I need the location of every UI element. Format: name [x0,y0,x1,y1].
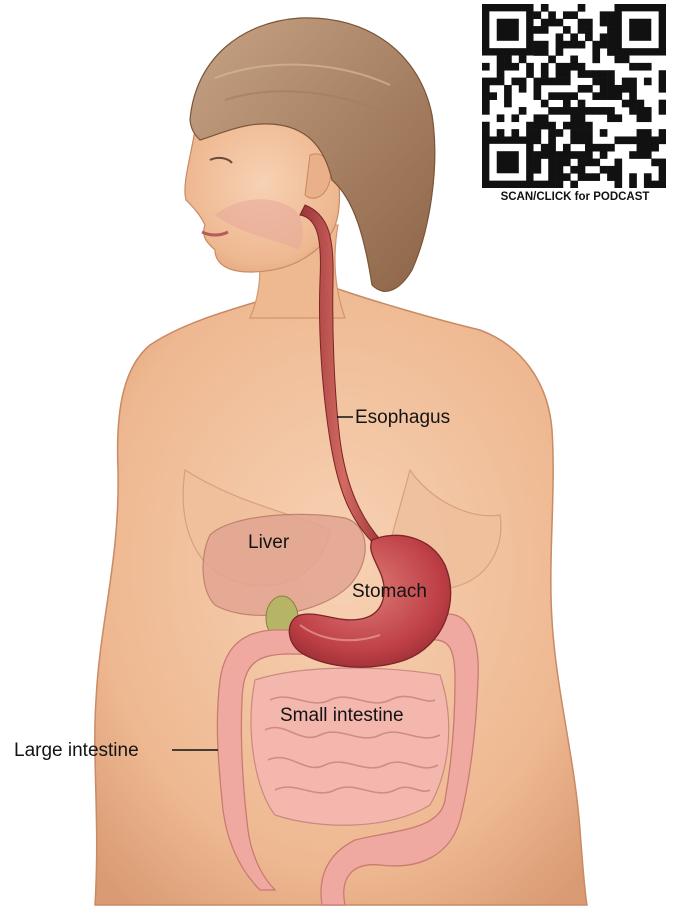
podcast-qr-code[interactable] [482,4,666,188]
label-esophagus: Esophagus [355,408,450,427]
qr-caption[interactable]: SCAN/CLICK for PODCAST [480,191,670,203]
qr-pattern[interactable] [482,4,666,188]
label-small-intestine: Small intestine [280,706,404,725]
small-intestine [251,668,449,825]
label-large-intestine: Large intestine [14,741,139,760]
label-stomach: Stomach [352,582,427,601]
label-liver: Liver [248,533,289,552]
qr-finder-center [497,19,519,41]
qr-finder-center [629,19,651,41]
qr-finder-center [497,151,519,173]
